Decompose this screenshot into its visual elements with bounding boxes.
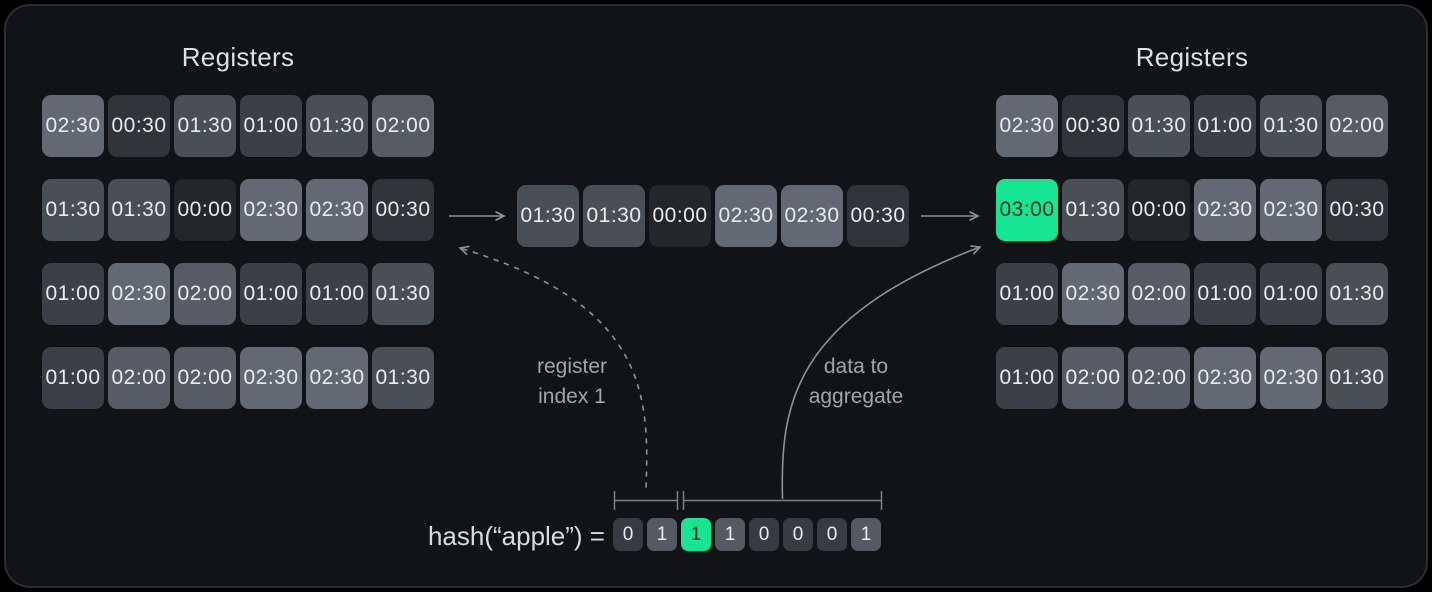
register-cell: 02:00 xyxy=(372,95,434,157)
register-cell: 02:30 xyxy=(1062,263,1124,325)
register-cell: 01:30 xyxy=(517,185,579,247)
register-cell: 02:00 xyxy=(174,347,236,409)
hash-bit: 1 xyxy=(647,518,677,551)
register-cell: 02:30 xyxy=(996,95,1058,157)
register-cell: 01:30 xyxy=(1260,95,1322,157)
register-cell: 01:30 xyxy=(372,263,434,325)
register-index-label: register index 1 xyxy=(486,352,658,412)
register-cell: 01:30 xyxy=(174,95,236,157)
register-cell: 00:30 xyxy=(1062,95,1124,157)
register-cell: 01:00 xyxy=(996,347,1058,409)
register-cell: 01:00 xyxy=(240,95,302,157)
hash-bit: 1 xyxy=(851,518,881,551)
register-cell: 02:30 xyxy=(306,347,368,409)
register-cell: 02:30 xyxy=(1194,347,1256,409)
register-cell: 01:00 xyxy=(1194,263,1256,325)
hash-bit: 0 xyxy=(749,518,779,551)
left-registers-title: Registers xyxy=(181,42,295,72)
register-cell: 00:30 xyxy=(372,179,434,241)
register-index-label-line1: register xyxy=(536,355,608,378)
register-cell: 01:30 xyxy=(306,95,368,157)
register-cell: 02:30 xyxy=(1260,179,1322,241)
hash-bit: 0 xyxy=(613,518,643,551)
register-cell: 01:30 xyxy=(1128,95,1190,157)
right-registers-title: Registers xyxy=(1135,42,1249,72)
register-cell: 01:00 xyxy=(306,263,368,325)
hash-bit: 0 xyxy=(783,518,813,551)
register-cell: 01:30 xyxy=(108,179,170,241)
register-cell: 01:00 xyxy=(42,263,104,325)
register-cell: 02:00 xyxy=(174,263,236,325)
register-cell: 02:30 xyxy=(240,347,302,409)
register-cell: 02:30 xyxy=(306,179,368,241)
register-cell: 02:00 xyxy=(108,347,170,409)
register-cell: 01:00 xyxy=(240,263,302,325)
register-cell: 02:00 xyxy=(1128,347,1190,409)
data-aggregate-label-line1: data to xyxy=(823,355,889,378)
register-cell: 02:30 xyxy=(108,263,170,325)
register-cell: 01:00 xyxy=(996,263,1058,325)
register-cell: 02:30 xyxy=(715,185,777,247)
register-cell: 02:00 xyxy=(1062,347,1124,409)
register-cell: 02:00 xyxy=(1326,95,1388,157)
register-cell: 02:00 xyxy=(1128,263,1190,325)
register-cell: 00:00 xyxy=(1128,179,1190,241)
register-cell: 01:30 xyxy=(1326,263,1388,325)
register-cell: 02:30 xyxy=(42,95,104,157)
hash-bit-highlighted: 1 xyxy=(681,518,711,551)
register-cell: 02:30 xyxy=(240,179,302,241)
hash-bit: 0 xyxy=(817,518,847,551)
register-cell: 00:30 xyxy=(847,185,909,247)
hash-expression-label: hash(“apple”) = xyxy=(427,521,605,551)
register-cell: 01:00 xyxy=(42,347,104,409)
register-cell: 00:30 xyxy=(108,95,170,157)
register-cell: 01:30 xyxy=(1062,179,1124,241)
register-cell: 02:30 xyxy=(1194,179,1256,241)
hash-bit: 1 xyxy=(715,518,745,551)
register-cell: 01:30 xyxy=(42,179,104,241)
data-aggregate-label: data to aggregate xyxy=(768,352,944,412)
data-aggregate-label-line2: aggregate xyxy=(808,385,904,408)
register-cell: 00:00 xyxy=(649,185,711,247)
register-index-label-line2: index 1 xyxy=(538,385,606,408)
register-cell: 00:00 xyxy=(174,179,236,241)
register-cell: 02:30 xyxy=(1260,347,1322,409)
register-cell: 01:30 xyxy=(372,347,434,409)
register-cell: 01:00 xyxy=(1194,95,1256,157)
register-cell: 01:30 xyxy=(583,185,645,247)
register-cell: 00:30 xyxy=(1326,179,1388,241)
register-cell: 01:30 xyxy=(1326,347,1388,409)
register-cell: 01:00 xyxy=(1260,263,1322,325)
register-cell-highlighted: 03:00 xyxy=(996,179,1058,241)
register-cell: 02:30 xyxy=(781,185,843,247)
